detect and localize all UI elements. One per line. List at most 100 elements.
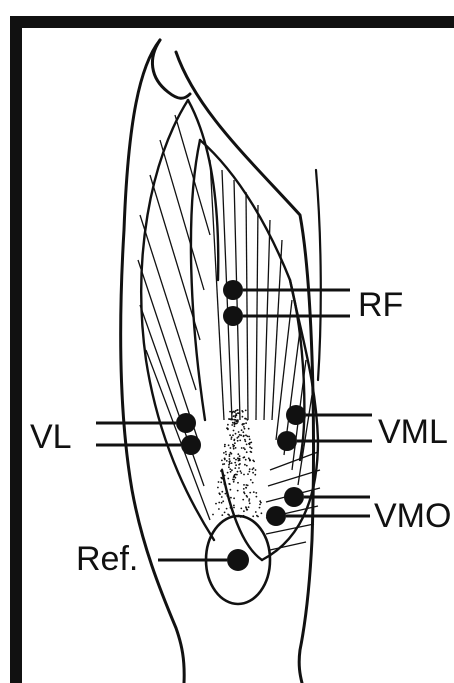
stipple-dot	[249, 492, 251, 494]
stipple-dot	[248, 500, 250, 502]
stipple-dot	[229, 434, 231, 436]
stipple-dot	[229, 411, 231, 413]
stipple-dot	[233, 440, 235, 442]
stipple-dot	[237, 453, 239, 455]
stipple-dot	[221, 502, 223, 504]
stipple-dot	[223, 463, 225, 465]
stipple-dot	[234, 425, 236, 427]
stipple-dot	[237, 457, 239, 459]
stipple-dot	[253, 461, 255, 463]
stipple-dot	[243, 474, 245, 476]
stipple-dot	[218, 481, 220, 483]
stipple-dot	[235, 477, 237, 479]
stipple-dot	[240, 472, 242, 474]
stipple-dot	[245, 506, 247, 508]
stipple-dot	[249, 446, 251, 448]
stipple-dot	[244, 418, 246, 420]
stipple-dot	[240, 470, 242, 472]
stipple-dot	[224, 512, 226, 514]
stipple-dot	[248, 498, 250, 500]
stipple-dot	[234, 442, 236, 444]
stipple-dot	[246, 451, 248, 453]
stipple-dot	[237, 419, 239, 421]
frame-top-border	[10, 16, 454, 28]
stipple-dot	[239, 455, 241, 457]
stipple-dot	[235, 433, 237, 435]
ref-electrode-dot	[227, 549, 249, 571]
stipple-dot	[224, 446, 226, 448]
stipple-dot	[226, 428, 228, 430]
stipple-dot	[250, 451, 252, 453]
stipple-dot	[256, 496, 258, 498]
stipple-dot	[253, 467, 255, 469]
stipple-dot	[224, 475, 226, 477]
stipple-dot	[247, 419, 249, 421]
rf-electrode-group: RF	[223, 280, 403, 326]
stipple-dot	[220, 470, 222, 472]
stipple-dot	[230, 418, 232, 420]
stipple-dot	[242, 499, 244, 501]
stipple-dot	[238, 412, 240, 414]
stipple-dot	[238, 460, 240, 462]
stipple-dot	[249, 443, 251, 445]
stipple-dot	[248, 436, 250, 438]
stipple-dot	[224, 484, 226, 486]
stipple-dot	[212, 514, 214, 516]
stipple-dot	[221, 496, 223, 498]
stipple-dot	[234, 462, 236, 464]
stipple-dot	[232, 434, 234, 436]
stipple-dot	[245, 434, 247, 436]
stipple-dot	[243, 426, 245, 428]
stipple-dot	[229, 454, 231, 456]
stipple-dot	[222, 500, 224, 502]
stipple-dot	[228, 466, 230, 468]
stipple-dot	[233, 497, 235, 499]
rf-electrode-dot	[223, 306, 243, 326]
stipple-dot	[238, 431, 240, 433]
stipple-dot	[225, 454, 227, 456]
stipple-dot	[227, 514, 229, 516]
stipple-dot	[246, 509, 248, 511]
stipple-dot	[253, 491, 255, 493]
stipple-dot	[238, 467, 240, 469]
stipple-dot	[240, 508, 242, 510]
stipple-dot	[232, 444, 234, 446]
stipple-dot	[242, 416, 244, 418]
stipple-dot	[223, 452, 225, 454]
stipple-dot	[257, 516, 259, 518]
stipple-dot	[236, 474, 238, 476]
stipple-dot	[242, 411, 244, 413]
stipple-dot	[249, 460, 251, 462]
stipple-dot	[242, 431, 244, 433]
vml-electrode-dot	[277, 431, 297, 451]
stipple-dot	[217, 487, 219, 489]
stipple-dot	[236, 409, 238, 411]
stipple-dot	[233, 476, 235, 478]
ref-electrode-group: Ref.	[76, 540, 249, 578]
stipple-dot	[254, 474, 256, 476]
stipple-dot	[245, 422, 247, 424]
stipple-dot	[251, 447, 253, 449]
stipple-dot	[228, 444, 230, 446]
stipple-dot	[243, 510, 245, 512]
stipple-dot	[241, 429, 243, 431]
stipple-dot	[230, 438, 232, 440]
stipple-dot	[229, 462, 231, 464]
stipple-dot	[237, 440, 239, 442]
stipple-dot	[238, 464, 240, 466]
stipple-dot	[249, 502, 251, 504]
stipple-dot	[215, 503, 217, 505]
stipple-dot	[249, 468, 251, 470]
stipple-dot	[218, 502, 220, 504]
stipple-dot	[237, 471, 239, 473]
stipple-dot	[243, 456, 245, 458]
stipple-dot	[241, 424, 243, 426]
stipple-dot	[252, 515, 254, 517]
stipple-dot	[232, 422, 234, 424]
vl-electrode-group: VL	[30, 413, 201, 456]
stipple-dot	[220, 481, 222, 483]
stipple-dot	[244, 428, 246, 430]
quadriceps-tendon-stipple	[212, 409, 262, 518]
stipple-dot	[233, 457, 235, 459]
stipple-dot	[221, 460, 223, 462]
